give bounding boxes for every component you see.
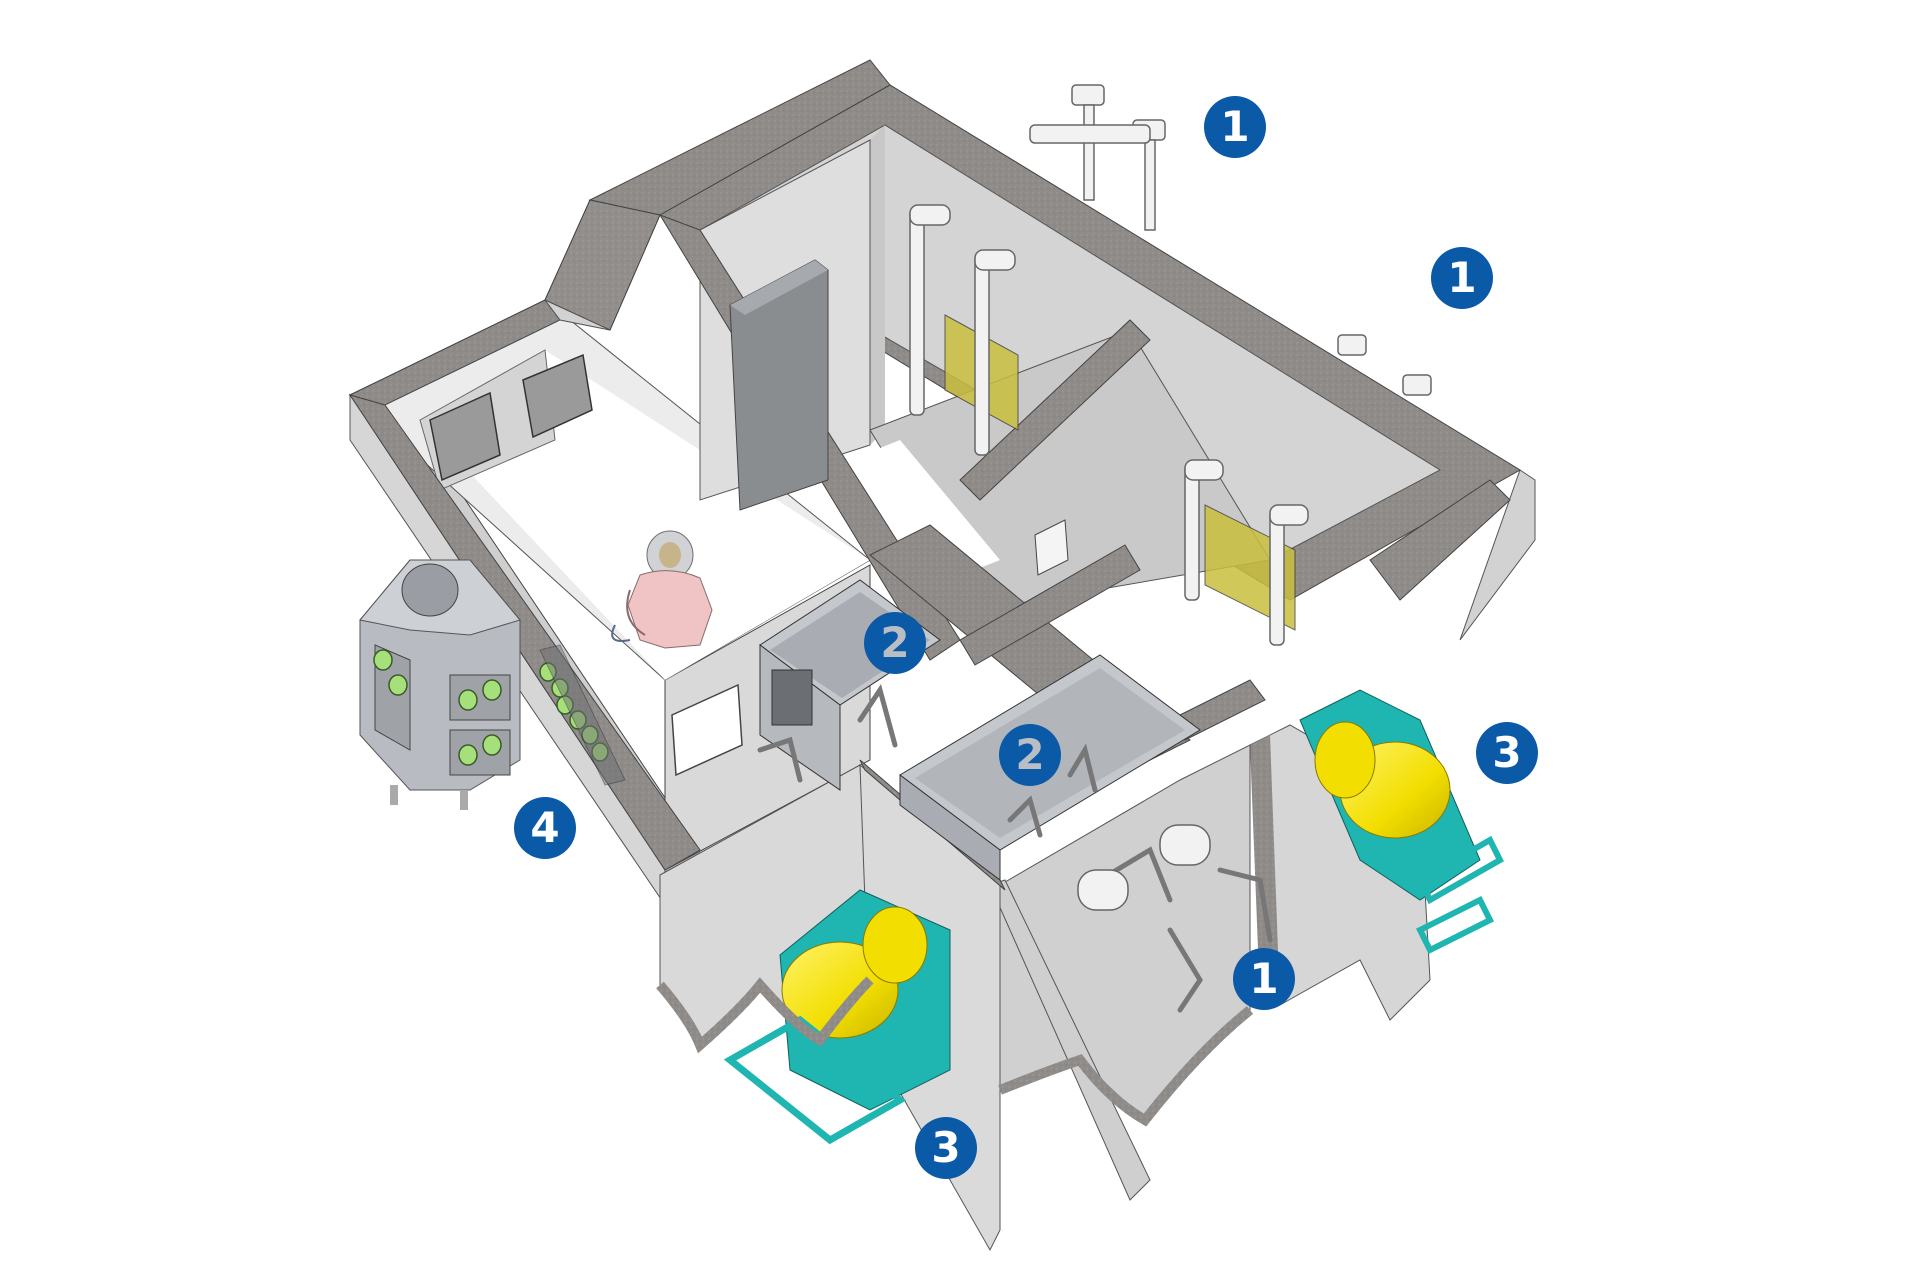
marker-badge-3-bottom: 3 [915, 1117, 977, 1179]
viewing-window [522, 353, 593, 439]
transport-cask-bottom [723, 889, 951, 1145]
marker-badge-1-top: 1 [1204, 96, 1266, 158]
suited-worker [611, 530, 713, 649]
marker-badge-1-right: 1 [1431, 247, 1493, 309]
marker-badge-2-left: 2 [864, 612, 926, 674]
marker-badge-2-right: 2 [999, 724, 1061, 786]
manipulators [909, 84, 1432, 646]
transport-cask-right [1299, 689, 1504, 955]
robotic-arms [757, 684, 1273, 1013]
shielding-door [729, 259, 829, 511]
through-wall-manipulators [1077, 824, 1211, 911]
marker-badge-4: 4 [514, 797, 576, 859]
marker-badge-3-right: 3 [1476, 722, 1538, 784]
wall-opening [671, 683, 743, 777]
glovebox [359, 559, 626, 810]
marker-badge-1-lower: 1 [1233, 948, 1295, 1010]
viewing-window [429, 391, 501, 482]
